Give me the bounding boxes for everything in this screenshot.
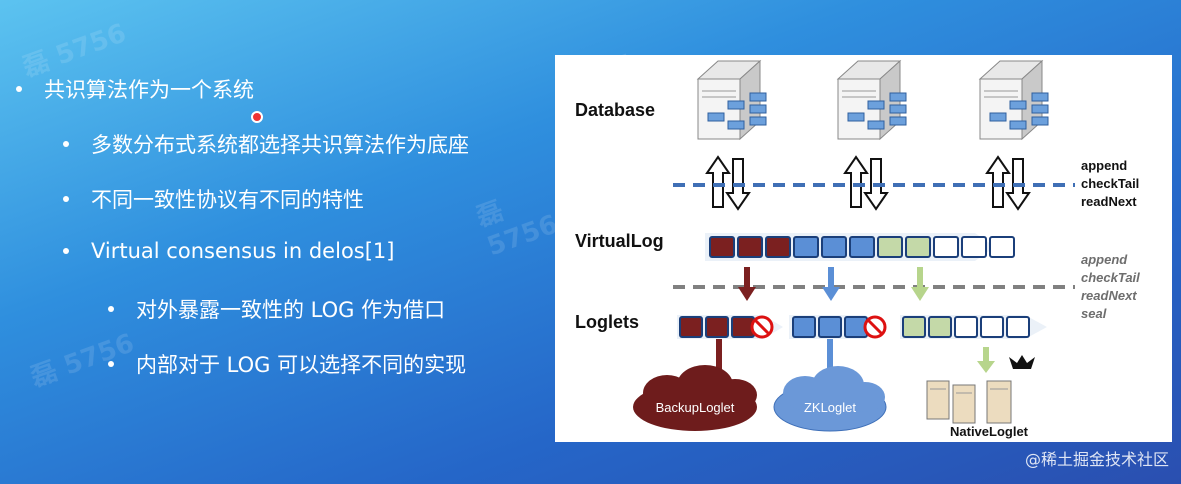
- connector-zk: [827, 339, 833, 379]
- label-loglets: Loglets: [575, 312, 640, 332]
- backend-label-native: NativeLoglet: [950, 424, 1029, 439]
- backend-label-backup: BackupLoglet: [655, 400, 735, 415]
- arrow-down-icon: [822, 267, 840, 301]
- virtuallog-cells: [705, 233, 1015, 261]
- bullet-dot: [108, 361, 114, 367]
- op-seal: seal: [1081, 306, 1107, 321]
- crown-icon: [1009, 355, 1035, 369]
- label-database: Database: [575, 100, 656, 120]
- arrow-down-icon: [977, 347, 995, 373]
- loglet-backup-cells: [677, 315, 783, 339]
- site-watermark: @稀土掘金技术社区: [1024, 450, 1169, 469]
- cloud-zk-icon: [773, 366, 887, 432]
- bullet-dot: [108, 306, 114, 312]
- server-icon: [836, 59, 907, 141]
- connector-backup: [716, 339, 722, 379]
- bullet-dot: [63, 248, 69, 254]
- ops-list-mid: append checkTail readNext seal: [1081, 251, 1140, 323]
- arrow-down-icon: [911, 267, 929, 301]
- bullet-dot: [63, 141, 69, 147]
- op-readnext: readNext: [1081, 194, 1137, 209]
- server-cluster-icon: [926, 380, 1012, 424]
- server-icon: [978, 59, 1049, 141]
- bullet-text: 不同一致性协议有不同的特性: [91, 188, 364, 212]
- bullet-text: 共识算法作为一个系统: [44, 78, 254, 102]
- diagram-graphic: [633, 59, 1075, 432]
- bullet-item: 多数分布式系统都选择共识算法作为底座: [63, 129, 469, 159]
- op-append: append: [1081, 158, 1128, 173]
- watermark: 磊 5756: [472, 196, 562, 263]
- slide-bullets: 磊 5756 磊 5756 磊 5756 磊 5756 共识算法作为一个系统 多…: [0, 0, 692, 484]
- label-virtuallog: VirtualLog: [575, 231, 664, 251]
- bullet-text: 对外暴露一致性的 LOG 作为借口: [136, 298, 446, 322]
- bullet-text: Virtual consensus in delos[1]: [91, 239, 395, 263]
- bullet-item: Virtual consensus in delos[1]: [63, 239, 394, 263]
- server-icon: [696, 59, 767, 141]
- ops-list-top: append checkTail readNext: [1081, 157, 1139, 211]
- bullet-text: 内部对于 LOG 可以选择不同的实现: [136, 353, 467, 377]
- op-checktail: checkTail: [1081, 176, 1140, 191]
- bullet-item: 不同一致性协议有不同的特性: [63, 184, 364, 214]
- bullet-text: 多数分布式系统都选择共识算法作为底座: [91, 133, 469, 157]
- backend-label-zk: ZKLoglet: [803, 400, 857, 415]
- bullet-item: 共识算法作为一个系统: [16, 74, 254, 104]
- op-readnext: readNext: [1081, 288, 1137, 303]
- bullet-item: 对外暴露一致性的 LOG 作为借口: [108, 294, 445, 324]
- bullet-item: 内部对于 LOG 可以选择不同的实现: [108, 349, 466, 379]
- loglet-native-cells: [900, 315, 1047, 339]
- op-checktail: checkTail: [1081, 270, 1140, 285]
- op-append: append: [1081, 252, 1128, 267]
- delos-diagram: Database VirtualLog Loglets append check…: [555, 55, 1172, 442]
- arrow-down-icon: [738, 267, 756, 301]
- loglet-zk-cells: [789, 315, 887, 339]
- bullet-dot: [63, 196, 69, 202]
- cloud-backup-icon: [633, 365, 757, 431]
- bullet-dot: [16, 86, 22, 92]
- mouse-cursor-icon: [251, 111, 263, 123]
